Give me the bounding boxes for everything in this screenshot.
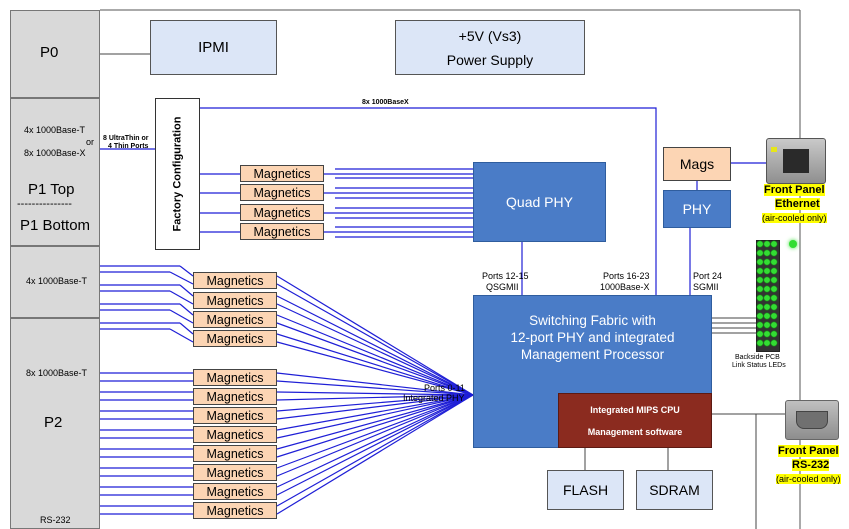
flash-box: FLASH: [547, 470, 624, 510]
sdram-box: SDRAM: [636, 470, 713, 510]
magnetics-p1-4: Magnetics: [240, 223, 324, 240]
p1-divider: ---------------: [17, 198, 72, 210]
magnetics-p2-5: Magnetics: [193, 369, 277, 386]
power-line2: Power Supply: [446, 51, 534, 68]
ports-16-23-l1: Ports 16-23: [603, 271, 650, 281]
magnetics-p2-10: Magnetics: [193, 464, 277, 481]
p1-ports-b: 8x 1000Base-X: [24, 148, 86, 158]
p1-ports-a: 4x 1000Base-T: [24, 125, 86, 135]
power-supply-box: +5V (Vs3) Power Supply: [395, 20, 585, 75]
port-24-l2: SGMII: [693, 282, 719, 292]
front-rs232-line3: (air-cooled only): [776, 474, 841, 484]
magnetics-p2-2: Magnetics: [193, 292, 277, 309]
switch-line2: 12-port PHY and integrated: [510, 330, 675, 345]
leds-label-2: Link Status LEDs: [732, 362, 786, 369]
quad-phy-box: Quad PHY: [473, 162, 606, 242]
ethernet-jack-icon: [766, 138, 826, 184]
rs232-left-label: RS-232: [40, 515, 71, 525]
led-on-icon: [789, 240, 797, 248]
led-grid: [756, 240, 778, 347]
front-rs232-line1: Front Panel: [778, 445, 839, 457]
p2-label: P2: [44, 414, 63, 431]
magnetics-p1-1: Magnetics: [240, 165, 324, 182]
mips-cpu-box: Integrated MIPS CPU Management software: [558, 393, 712, 448]
p1-top-label: P1 Top: [28, 181, 75, 198]
switch-line3: Management Processor: [520, 347, 665, 362]
factory-config-label: Factory Configuration: [171, 116, 184, 232]
mips-line1: Integrated MIPS CPU: [590, 404, 680, 415]
front-eth-line3: (air-cooled only): [762, 213, 827, 223]
ports-12-15-l2: QSGMII: [486, 282, 519, 292]
magnetics-p2-7: Magnetics: [193, 407, 277, 424]
magnetics-p2-3: Magnetics: [193, 311, 277, 328]
p0-panel: [10, 10, 100, 98]
magnetics-p2-9: Magnetics: [193, 445, 277, 462]
front-rs232-line2: RS-232: [792, 459, 830, 471]
mags-box: Mags: [663, 147, 731, 181]
leds-label-1: Backside PCB: [735, 354, 780, 361]
magnetics-p2-12: Magnetics: [193, 502, 277, 519]
p1-bottom-panel: [10, 246, 100, 318]
p2-magnetics-lines: [100, 265, 474, 515]
p1-ports-or: or: [86, 137, 95, 147]
p2-panel: [10, 318, 100, 529]
ports-0-11-l1: Ports 0-11: [424, 383, 465, 393]
p1-bottom-label: P1 Bottom: [20, 217, 91, 234]
p1-panel: [10, 98, 100, 246]
magnetics-p1-2: Magnetics: [240, 184, 324, 201]
magnetics-p2-8: Magnetics: [193, 426, 277, 443]
magnetics-p1-3: Magnetics: [240, 204, 324, 221]
p0-label: P0: [40, 44, 59, 61]
power-line1: +5V (Vs3): [458, 27, 522, 44]
magnetics-p2-4: Magnetics: [193, 330, 277, 347]
front-eth-line1: Front Panel: [764, 184, 825, 196]
magnetics-p2-1: Magnetics: [193, 272, 277, 289]
magnetics-p2-11: Magnetics: [193, 483, 277, 500]
front-eth-line2: Ethernet: [775, 198, 820, 210]
factory-config-box: Factory Configuration: [155, 98, 200, 250]
ipmi-box: IPMI: [150, 20, 277, 75]
p1b-ports-label: 4x 1000Base-T: [26, 276, 88, 286]
port-24-l1: Port 24: [693, 271, 723, 281]
phy-box: PHY: [663, 190, 731, 228]
factory-mag-lines: [200, 168, 473, 238]
mips-line2: Management software: [587, 426, 683, 437]
ports-12-15-l1: Ports 12-15: [482, 271, 529, 281]
ultrathin-line2: 4 Thin Ports: [108, 143, 149, 150]
ultrathin-line1: 8 UltraThin or: [103, 135, 149, 142]
led-lines: [712, 317, 756, 334]
magnetics-p2-6: Magnetics: [193, 388, 277, 405]
ports-16-23-l2: 1000Base-X: [600, 282, 650, 292]
db9-connector-icon: [785, 400, 839, 440]
basex-label: 8x 1000BaseX: [362, 99, 409, 106]
ports-0-11-l2: Integrated PHY: [403, 393, 465, 403]
switch-line1: Switching Fabric with: [529, 313, 656, 328]
p2-ports-label: 8x 1000Base-T: [26, 368, 88, 378]
basex-route: [190, 107, 657, 295]
